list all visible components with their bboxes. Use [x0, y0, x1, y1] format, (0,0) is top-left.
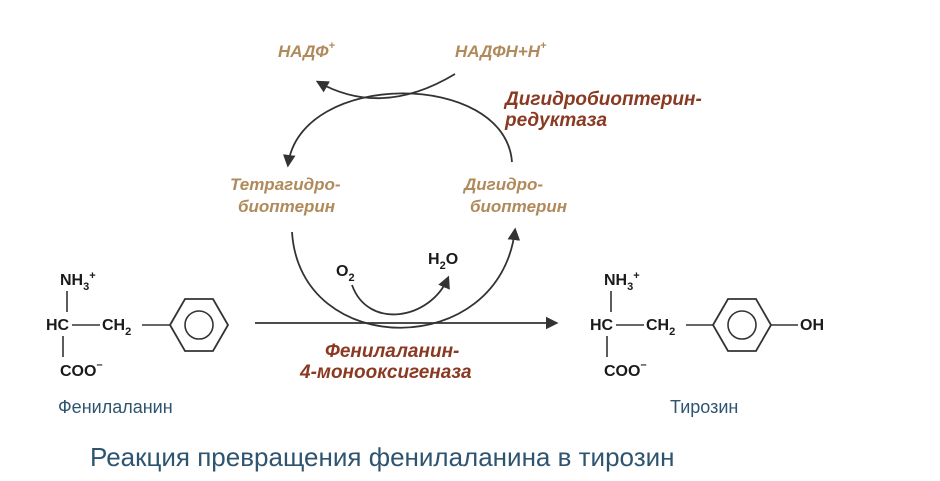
tyr-nh3: NH3+: [604, 270, 640, 293]
tyrosine-name: Тирозин: [670, 397, 738, 417]
phe-benzene-ring: [168, 298, 230, 352]
nadph-to-nadp-arrow: [315, 73, 456, 100]
thb-label-line1: Тетрагидро-: [230, 175, 341, 194]
reductase-cycle-arrow: [283, 92, 513, 168]
phenylalanine-name: Фенилаланин: [58, 397, 173, 417]
tyrosine-structure: NH3+ HC CH2 OH COO– Тирозин: [590, 270, 824, 417]
phe-coo: COO–: [60, 359, 103, 380]
figure-caption: Реакция превращения фенилаланина в тироз…: [90, 442, 675, 472]
h2o-label: H2O: [428, 251, 458, 272]
nadph-label: НАДФН+Н+: [455, 40, 547, 61]
nadp-label: НАДФ+: [278, 40, 336, 61]
tyr-ch2: CH2: [646, 317, 675, 338]
hydroxylase-cycle-arrow: [291, 227, 521, 329]
phenylalanine-structure: NH3+ HC CH2 COO– Фенилаланин: [46, 270, 230, 417]
dhb-label-line2: биоптерин: [470, 197, 567, 216]
tyr-coo: COO–: [604, 359, 647, 380]
dhb-label-line1: Дигидро-: [462, 175, 543, 194]
phe-ch2: CH2: [102, 317, 131, 338]
hydroxylase-label-line1: Фенилаланин-: [325, 341, 459, 362]
tyr-oh: OH: [800, 317, 824, 334]
reductase-label-line1: Дигидробиоптерин-: [503, 89, 702, 110]
reductase-label-line2: редуктаза: [504, 110, 608, 131]
hydroxylase-label-line2: 4-монооксигеназа: [299, 362, 472, 383]
phe-hc: HC: [46, 317, 70, 334]
tyr-hc: HC: [590, 317, 614, 334]
o2-label: O2: [336, 263, 355, 284]
tyr-benzene-ring: [711, 298, 773, 352]
phe-nh3: NH3+: [60, 270, 96, 293]
o2-to-h2o-arrow: [351, 275, 450, 316]
thb-label-line2: биоптерин: [238, 197, 335, 216]
